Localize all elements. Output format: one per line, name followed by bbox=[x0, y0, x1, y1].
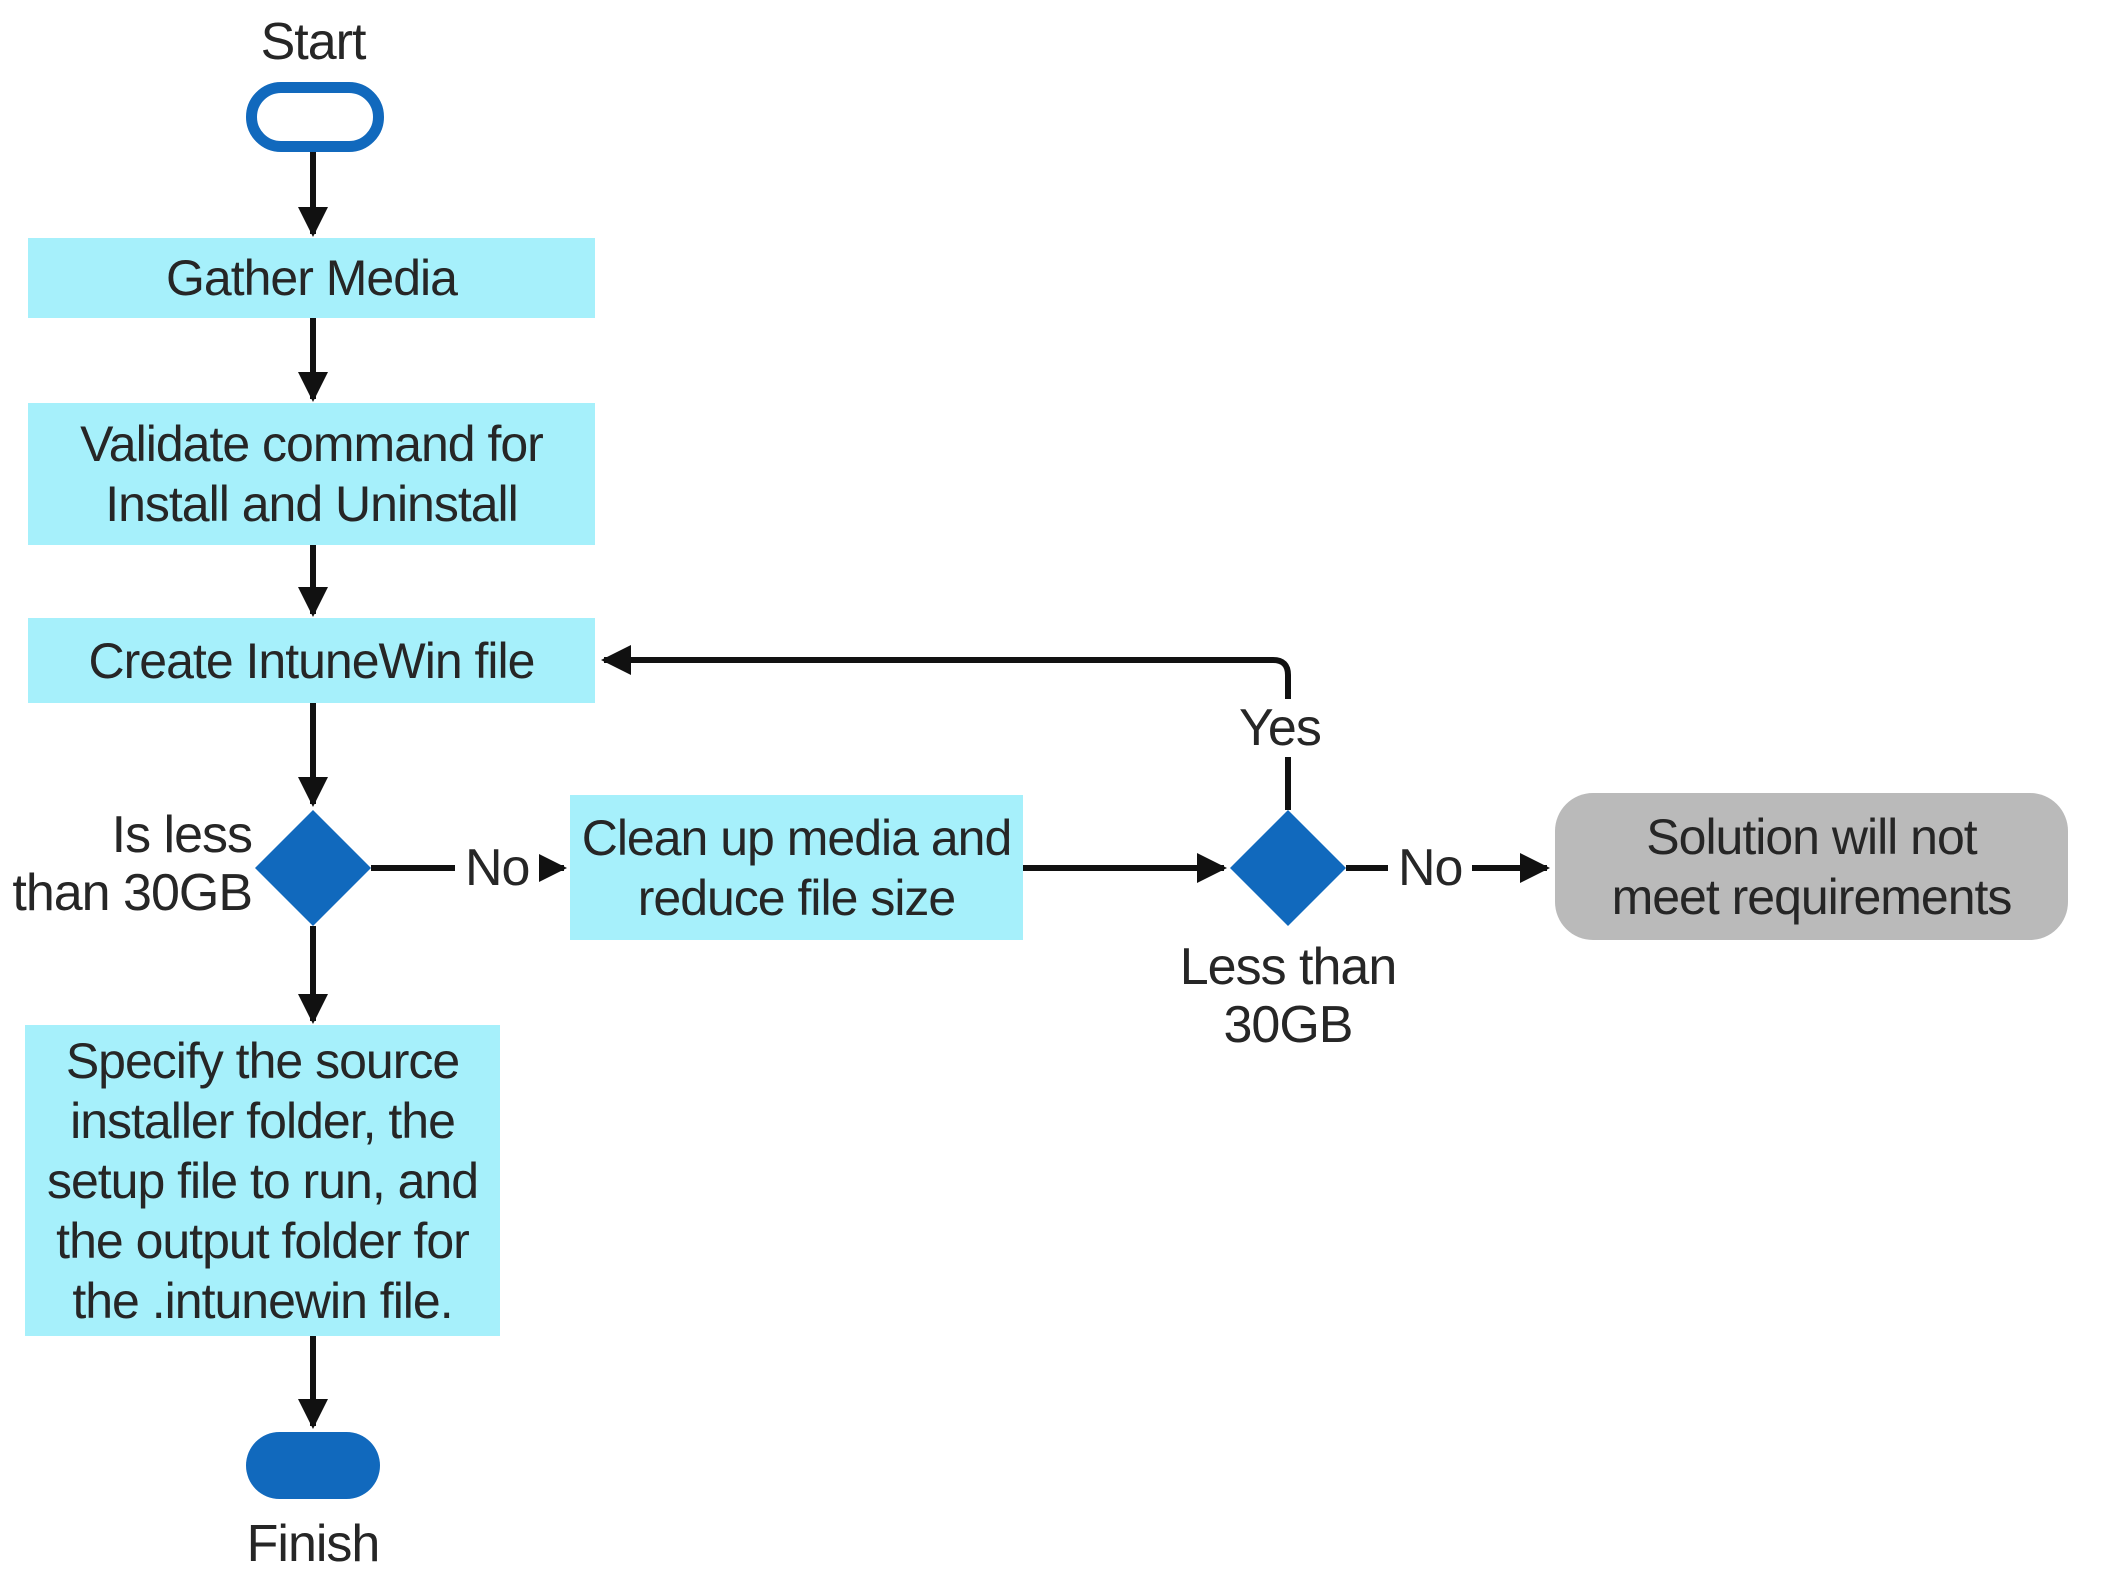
process-gather-media: Gather Media bbox=[28, 238, 595, 318]
decision1-label-is-less-than-30gb: Is less than 30GB bbox=[12, 806, 253, 922]
finish-terminator bbox=[246, 1432, 380, 1499]
edge-label-no-second: No bbox=[1388, 839, 1473, 897]
process-clean-up-media: Clean up media and reduce file size bbox=[570, 795, 1023, 940]
decision2-label-less-than-30gb: Less than 30GB bbox=[1179, 938, 1398, 1054]
terminator-solution-not-meet: Solution will not meet requirements bbox=[1555, 793, 2068, 940]
finish-label: Finish bbox=[246, 1515, 381, 1573]
start-terminator bbox=[246, 82, 384, 152]
process-create-intunewin: Create IntuneWin file bbox=[28, 618, 595, 703]
arrow-decision2-yes-feedback bbox=[601, 645, 1291, 810]
start-label: Start bbox=[260, 13, 367, 71]
process-specify-source: Specify the source installer folder, the… bbox=[25, 1025, 500, 1336]
decision-diamond-less-than-30gb bbox=[1230, 810, 1346, 926]
edge-label-no-first: No bbox=[455, 839, 540, 897]
edge-label-yes: Yes bbox=[1229, 699, 1331, 757]
decision-diamond-is-less-30gb bbox=[255, 810, 371, 926]
process-validate-command: Validate command for Install and Uninsta… bbox=[28, 403, 595, 545]
